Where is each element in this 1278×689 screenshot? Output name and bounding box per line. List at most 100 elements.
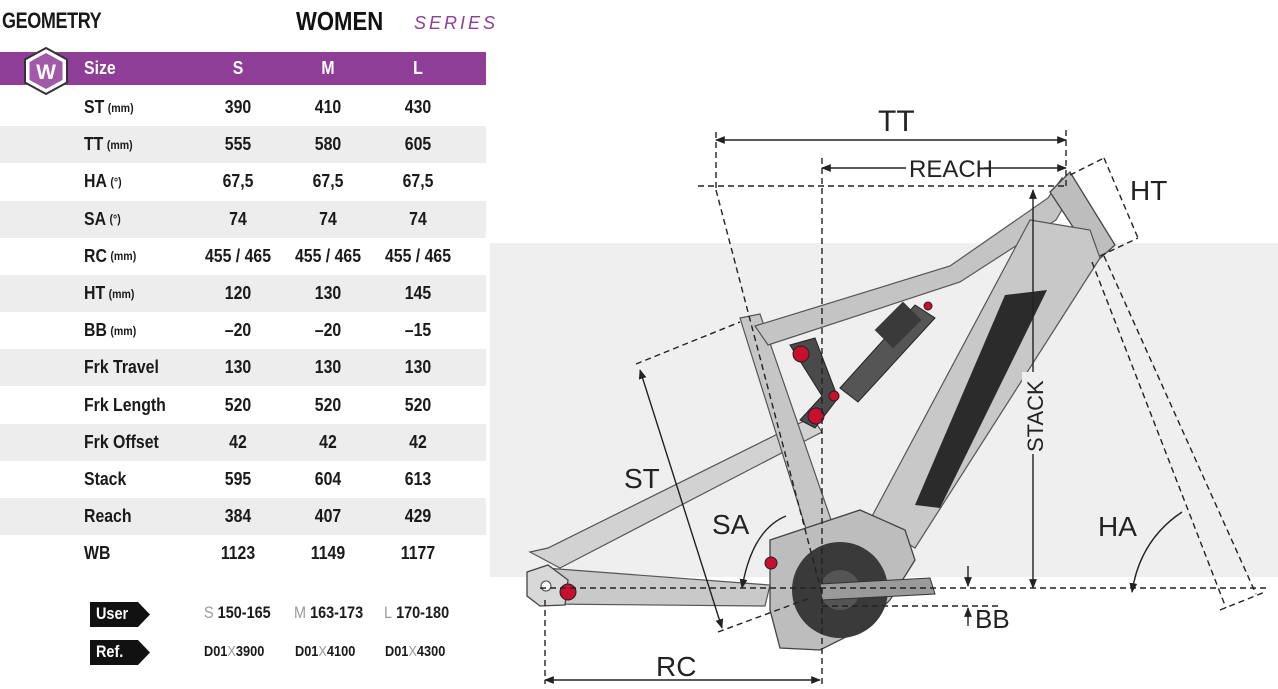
row-label: HT(mm) xyxy=(84,283,135,303)
cell-m: 130 xyxy=(314,357,342,378)
ref-code-m: D01X4100 xyxy=(295,643,356,660)
table-row: ST(mm) 390 410 430 xyxy=(0,89,486,126)
row-label: Frk Length xyxy=(84,394,166,415)
pivot-chainstay xyxy=(764,556,778,570)
table-row: RC(mm) 455 / 465 455 / 465 455 / 465 xyxy=(0,238,486,275)
cell-s: 520 xyxy=(224,394,252,415)
row-label: ST(mm) xyxy=(84,97,134,117)
user-range-s: S 150-165 xyxy=(204,603,271,622)
ref-tag-label: Ref. xyxy=(96,642,124,661)
women-series-badge-icon: W xyxy=(22,46,70,96)
row-label: Stack xyxy=(84,469,127,489)
cell-s: 555 xyxy=(224,134,252,155)
cell-l: –15 xyxy=(404,320,432,341)
cell-l: 613 xyxy=(404,469,432,489)
seat-tube xyxy=(739,313,839,549)
cell-l: 429 xyxy=(404,506,432,527)
row-label: RC(mm) xyxy=(84,245,137,266)
user-tag-label: User xyxy=(96,604,129,623)
cell-m: 410 xyxy=(314,97,342,117)
pivot-lower xyxy=(807,407,825,425)
crank-arm xyxy=(819,577,936,601)
cell-m: 74 xyxy=(319,208,337,229)
table-row: TT(mm) 555 580 605 xyxy=(0,126,486,164)
label-rc: RC xyxy=(656,651,696,682)
table-row: Reach 384 407 429 xyxy=(0,498,486,536)
size-header-row: Size S M L xyxy=(0,52,486,85)
row-label: Frk Offset xyxy=(84,431,159,452)
label-bb: BB xyxy=(975,604,1010,634)
cell-l: 605 xyxy=(404,134,432,155)
cell-s: 67,5 xyxy=(222,171,254,192)
table-row: HT(mm) 120 130 145 xyxy=(0,275,486,312)
ref-code-l: D01X4300 xyxy=(385,643,446,660)
cell-s: –20 xyxy=(224,320,252,341)
label-reach: REACH xyxy=(909,156,993,183)
cell-s: 390 xyxy=(224,97,252,117)
label-ht: HT xyxy=(1130,175,1167,206)
cell-s: 595 xyxy=(224,469,252,489)
cell-l: 520 xyxy=(404,394,432,415)
cell-l: 42 xyxy=(409,431,427,452)
series-suffix: SERIES xyxy=(414,13,499,33)
label-tt: TT xyxy=(878,105,915,138)
size-header-label: Size xyxy=(84,58,116,78)
row-label: BB(mm) xyxy=(84,320,137,341)
row-label: Reach xyxy=(84,506,132,527)
cell-l: 455 / 465 xyxy=(384,245,452,266)
cell-s: 1123 xyxy=(220,543,256,564)
user-range-l: L 170-180 xyxy=(384,603,450,622)
table-row: Frk Offset 42 42 42 xyxy=(0,423,486,461)
series-heading: WOMEN SERIES xyxy=(296,6,495,37)
cell-m: 130 xyxy=(314,283,342,303)
row-label: WB xyxy=(84,543,111,564)
cell-m: 407 xyxy=(314,506,342,527)
pivot-shock-top xyxy=(923,301,933,311)
row-label: TT(mm) xyxy=(84,134,133,155)
cell-s: 130 xyxy=(224,357,252,378)
size-header-s: S xyxy=(232,58,244,78)
row-label: HA(°) xyxy=(84,171,122,192)
battery xyxy=(915,290,1047,508)
table-row: Frk Travel 130 130 130 xyxy=(0,349,486,387)
cell-s: 74 xyxy=(229,208,247,229)
table-row: BB(mm) –20 –20 –15 xyxy=(0,312,486,349)
cell-m: 580 xyxy=(314,134,342,155)
table-row: Stack 595 604 613 xyxy=(0,461,486,498)
row-label: SA(°) xyxy=(84,208,121,229)
cell-s: 384 xyxy=(224,506,252,527)
dimension-labels: TT REACH HT STACK ST SA HA RC BB xyxy=(624,100,1167,682)
ref-tag: Ref. xyxy=(90,640,150,665)
geometry-title: GEOMETRY xyxy=(2,8,102,33)
cell-m: 604 xyxy=(314,469,342,489)
cell-m: 455 / 465 xyxy=(294,245,362,266)
cell-m: 67,5 xyxy=(312,171,344,192)
cell-l: 145 xyxy=(404,283,432,303)
label-st: ST xyxy=(624,463,660,494)
cell-l: 67,5 xyxy=(402,171,434,192)
user-tag: User xyxy=(90,602,150,627)
cell-m: 42 xyxy=(319,431,337,452)
pivot-shock xyxy=(828,390,840,402)
table-row: HA(°) 67,5 67,5 67,5 xyxy=(0,163,486,200)
ref-code-s: D01X3900 xyxy=(204,643,265,660)
cell-s: 455 / 465 xyxy=(204,245,272,266)
label-stack: STACK xyxy=(1023,380,1048,452)
cell-l: 74 xyxy=(409,208,427,229)
cell-m: –20 xyxy=(314,320,342,341)
cell-s: 42 xyxy=(229,431,247,452)
pivot-upper xyxy=(792,345,810,363)
cell-s: 120 xyxy=(224,283,252,303)
cell-m: 1149 xyxy=(310,543,346,564)
cell-l: 430 xyxy=(404,97,432,117)
cell-l: 130 xyxy=(404,357,432,378)
size-header-m: M xyxy=(321,58,335,78)
row-label: Frk Travel xyxy=(84,357,159,378)
badge-letter: W xyxy=(36,61,56,84)
pivot-rear xyxy=(559,583,577,601)
label-sa: SA xyxy=(712,509,750,540)
user-range-m: M 163-173 xyxy=(294,603,364,622)
